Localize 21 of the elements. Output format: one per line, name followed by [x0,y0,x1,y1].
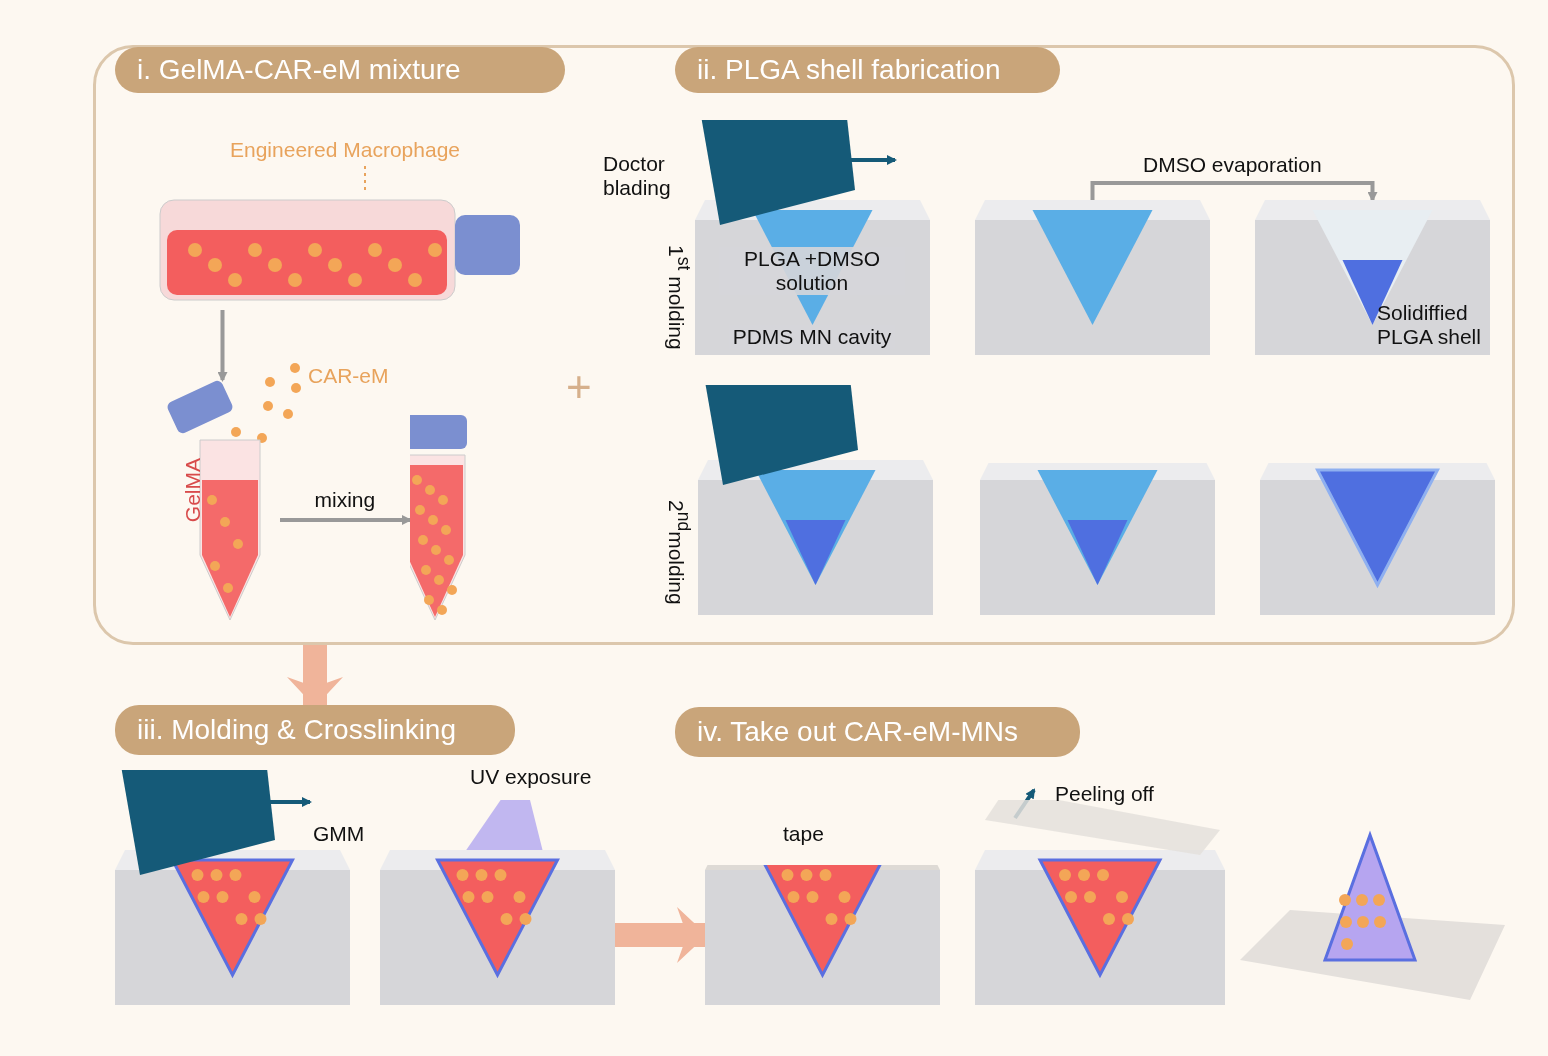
part-label: CAR-eM [308,364,389,389]
arrow [217,310,228,382]
panel-frame [93,45,1515,645]
part-label: GMM [313,822,366,847]
part-label: UV exposure [470,765,593,790]
leader-line [364,165,366,191]
part-label: Peeling off [1055,782,1155,807]
section-heading: i. GelMA-CAR-eM mixture [115,47,565,93]
section-heading: ii. PLGA shell fabrication [675,47,1060,93]
plus-sign: + [566,362,592,413]
arrow [615,907,707,963]
part-label: Solidiffied PLGA shell [1377,301,1482,350]
section-heading: iv. Take out CAR-eM-MNs [675,707,1080,757]
arrow [287,645,343,707]
part-label: tape [783,822,825,847]
section-heading: iii. Molding & Crosslinking [115,705,515,755]
callout-text: Engineered Macrophage [230,138,500,166]
part-label: Doctor blading [603,152,672,201]
arrow [1090,181,1378,202]
arrow [280,515,412,525]
part-label: GelMA [181,458,205,523]
